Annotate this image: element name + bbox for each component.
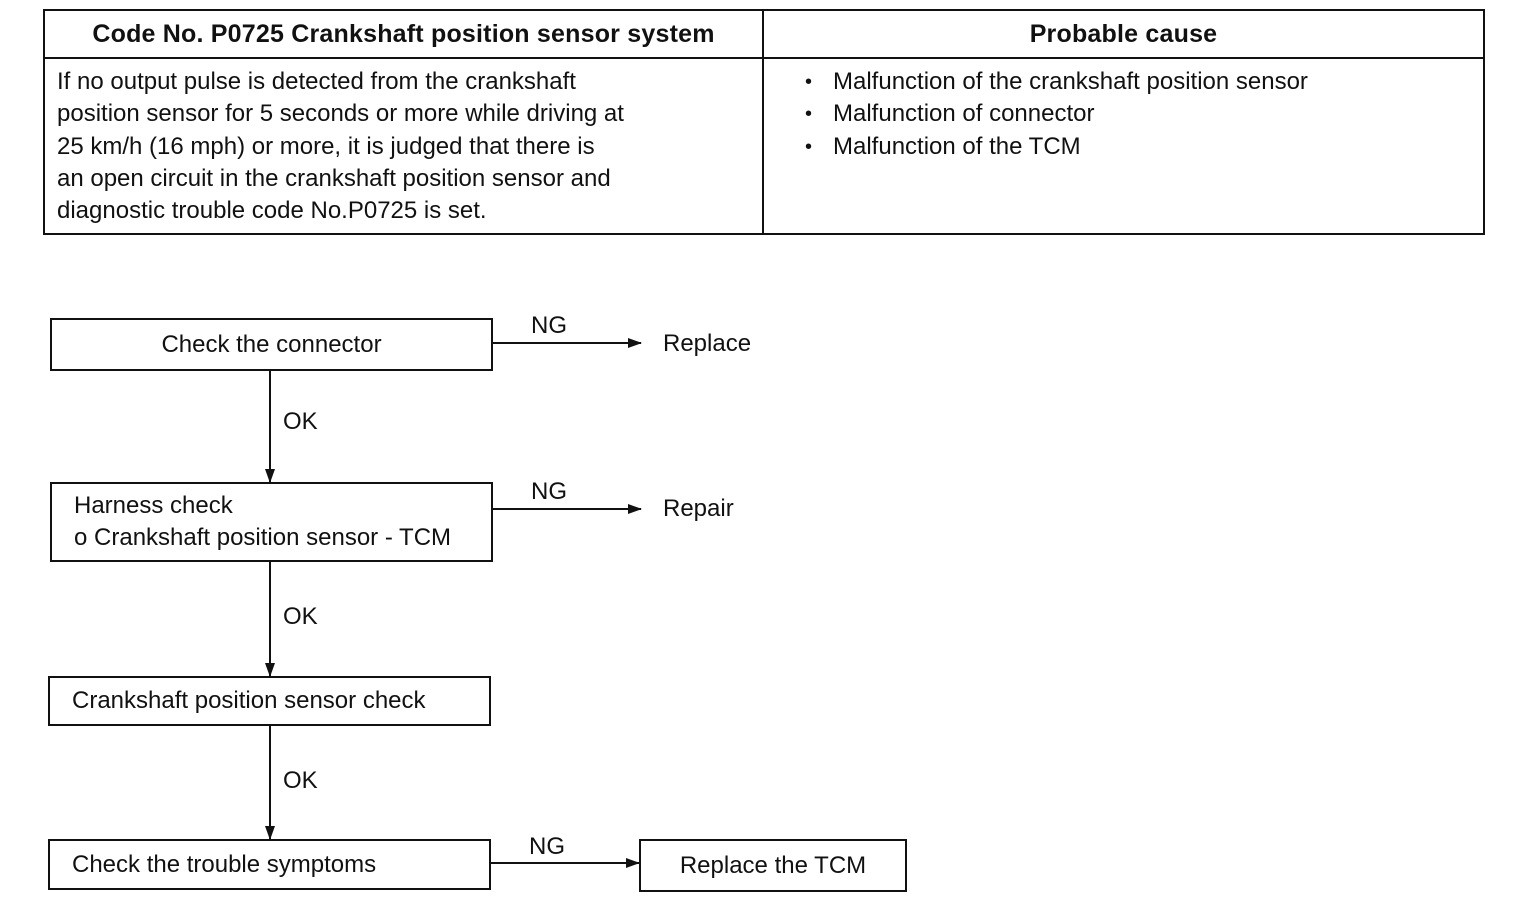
description-line: position sensor for 5 seconds or more wh… [57, 100, 624, 128]
ng-label: NG [531, 478, 567, 505]
cause-item: • Malfunction of the TCM [805, 131, 1308, 163]
diagnosis-table: Code No. P0725 Crankshaft position senso… [43, 9, 1485, 235]
probable-cause-list: • Malfunction of the crankshaft position… [805, 66, 1308, 163]
repair-action: Repair [663, 495, 734, 522]
bullet-icon: • [805, 103, 813, 126]
trouble-symptoms-box: Check the trouble symptoms [48, 839, 491, 890]
replace-action: Replace [663, 330, 752, 357]
sensor-check-box: Crankshaft position sensor check [48, 676, 491, 726]
trouble-symptoms-label: Check the trouble symptoms [72, 850, 377, 878]
harness-check-box: Harness check o Crankshaft position sens… [50, 482, 493, 562]
code-header: Code No. P0725 Crankshaft position senso… [92, 19, 715, 48]
bullet-icon: • [805, 71, 813, 93]
sensor-check-label: Crankshaft position sensor check [72, 687, 426, 714]
description-line: an open circuit in the crankshaft positi… [57, 164, 611, 192]
cause-text: Malfunction of connector [833, 100, 1095, 128]
check-connector-label: Check the connector [161, 330, 382, 358]
description-line: diagnostic trouble code No.P0725 is set. [57, 197, 487, 225]
ok-label: OK [283, 408, 318, 435]
bullet-icon: • [805, 135, 813, 158]
probable-cause-header: Probable cause [1029, 19, 1218, 48]
harness-check-detail: o Crankshaft position sensor - TCM [74, 524, 452, 551]
ok-label: OK [283, 603, 318, 630]
harness-check-label: Harness check [74, 492, 233, 519]
ng-label: NG [531, 312, 567, 339]
description-line: 25 km/h (16 mph) or more, it is judged t… [57, 132, 595, 160]
table-header-row [45, 11, 1483, 59]
cause-text: Malfunction of the TCM [833, 132, 1081, 160]
check-connector-box: Check the connector [50, 318, 493, 371]
description-line: If no output pulse is detected from the … [57, 68, 576, 95]
ng-label: NG [529, 833, 565, 860]
cause-text: Malfunction of the crankshaft position s… [833, 68, 1308, 95]
replace-tcm-box: Replace the TCM [639, 839, 907, 892]
cause-item: • Malfunction of connector [805, 98, 1308, 130]
replace-tcm-label: Replace the TCM [679, 851, 867, 879]
condition-description: If no output pulse is detected from the … [57, 66, 747, 227]
table-column-divider [762, 11, 764, 233]
ok-label: OK [283, 767, 318, 794]
cause-item: • Malfunction of the crankshaft position… [805, 66, 1308, 98]
